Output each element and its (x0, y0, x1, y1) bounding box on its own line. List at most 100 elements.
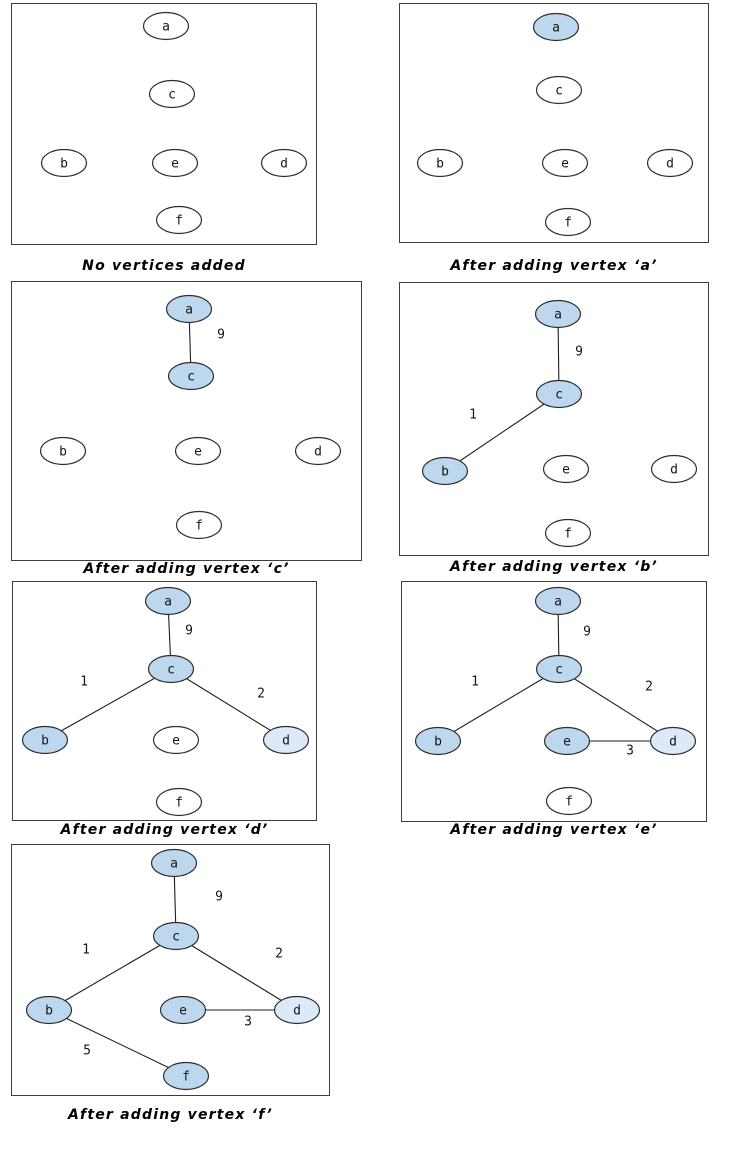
vertex-label-a: a (170, 857, 178, 872)
vertex-label-b: b (436, 157, 444, 172)
vertex-e (152, 725, 200, 755)
edge-weight-a-c: 9 (185, 624, 193, 639)
vertex-a (532, 12, 580, 42)
vertex-e (174, 436, 222, 466)
vertex-b (414, 726, 462, 756)
vertex-e (541, 148, 589, 178)
vertex-a (534, 299, 582, 329)
panel-caption-step-c: After adding vertex ‘c’ (83, 561, 290, 577)
vertex-e (543, 726, 591, 756)
vertex-label-a: a (185, 303, 193, 318)
vertex-label-d: d (669, 735, 677, 750)
panel-caption-step-0: No vertices added (82, 258, 246, 274)
vertex-label-d: d (670, 463, 678, 478)
vertex-label-a: a (164, 595, 172, 610)
vertex-b (21, 725, 69, 755)
vertex-a (165, 294, 213, 324)
vertex-label-c: c (555, 84, 563, 99)
edge-c-b (48, 935, 177, 1011)
vertex-a (144, 586, 192, 616)
vertex-label-e: e (561, 157, 569, 172)
vertex-label-a: a (552, 21, 560, 36)
edge-weight-a-c: 9 (217, 328, 225, 343)
edge-weight-c-d: 2 (645, 680, 653, 695)
vertex-label-c: c (555, 388, 563, 403)
vertex-a (142, 11, 190, 41)
vertex-f (545, 786, 593, 816)
vertex-label-b: b (441, 465, 449, 480)
vertex-c (535, 654, 583, 684)
vertex-d (650, 454, 698, 484)
panel-step-b: 9 1 a c b e d f (399, 282, 709, 556)
graph-step-c: 9 a c b e d f (39, 294, 342, 540)
vertex-label-f: f (175, 214, 183, 229)
vertex-f (544, 518, 592, 548)
vertex-label-f: f (565, 795, 573, 810)
vertex-d (262, 725, 310, 755)
vertex-b (25, 995, 73, 1025)
panel-caption-step-d: After adding vertex ‘d’ (60, 822, 269, 838)
vertex-d (260, 148, 308, 178)
edge-weight-e-d: 3 (626, 744, 634, 759)
vertex-f (175, 510, 223, 540)
edge-weight-a-c: 9 (583, 625, 591, 640)
vertex-label-d: d (280, 157, 288, 172)
vertex-label-f: f (182, 1070, 190, 1085)
panel-caption-step-e: After adding vertex ‘e’ (450, 822, 658, 838)
vertex-c (147, 654, 195, 684)
vertex-f (162, 1061, 210, 1091)
vertex-d (294, 436, 342, 466)
vertex-label-a: a (554, 595, 562, 610)
vertex-label-d: d (314, 445, 322, 460)
edge-c-b (437, 668, 560, 742)
edge-c-d (170, 668, 287, 741)
vertex-f (155, 787, 203, 817)
edge-weight-c-d: 2 (275, 947, 283, 962)
vertex-label-c: c (168, 88, 176, 103)
vertex-label-b: b (41, 734, 49, 749)
vertex-label-d: d (666, 157, 674, 172)
vertex-label-f: f (564, 527, 572, 542)
vertex-label-c: c (187, 370, 195, 385)
edge-c-d (558, 668, 674, 742)
edge-weight-c-b: 1 (82, 943, 90, 958)
vertex-label-b: b (45, 1004, 53, 1019)
panel-step-c: 9 a c b e d f (11, 281, 362, 561)
vertex-label-a: a (554, 308, 562, 323)
vertex-label-e: e (562, 463, 570, 478)
vertex-d (273, 995, 321, 1025)
vertex-e (159, 995, 207, 1025)
vertex-d (646, 148, 694, 178)
vertex-label-b: b (59, 445, 67, 460)
vertex-label-e: e (194, 445, 202, 460)
vertex-label-c: c (167, 663, 175, 678)
edge-weight-a-c: 9 (215, 890, 223, 905)
edge-weight-a-c: 9 (575, 345, 583, 360)
edge-weight-c-d: 2 (257, 687, 265, 702)
vertex-c (535, 75, 583, 105)
vertex-b (416, 148, 464, 178)
vertex-b (40, 148, 88, 178)
vertex-f (155, 205, 203, 235)
panel-caption-step-b: After adding vertex ‘b’ (450, 559, 658, 575)
vertex-a (150, 848, 198, 878)
vertex-label-c: c (172, 930, 180, 945)
vertex-c (148, 79, 196, 109)
edge-weight-c-b: 1 (80, 675, 88, 690)
vertex-c (152, 921, 200, 951)
vertex-b (421, 456, 469, 486)
vertex-label-c: c (555, 663, 563, 678)
edge-weight-c-b: 1 (469, 408, 477, 423)
vertex-label-f: f (195, 519, 203, 534)
edge-weight-c-b: 1 (471, 675, 479, 690)
vertex-f (544, 207, 592, 237)
